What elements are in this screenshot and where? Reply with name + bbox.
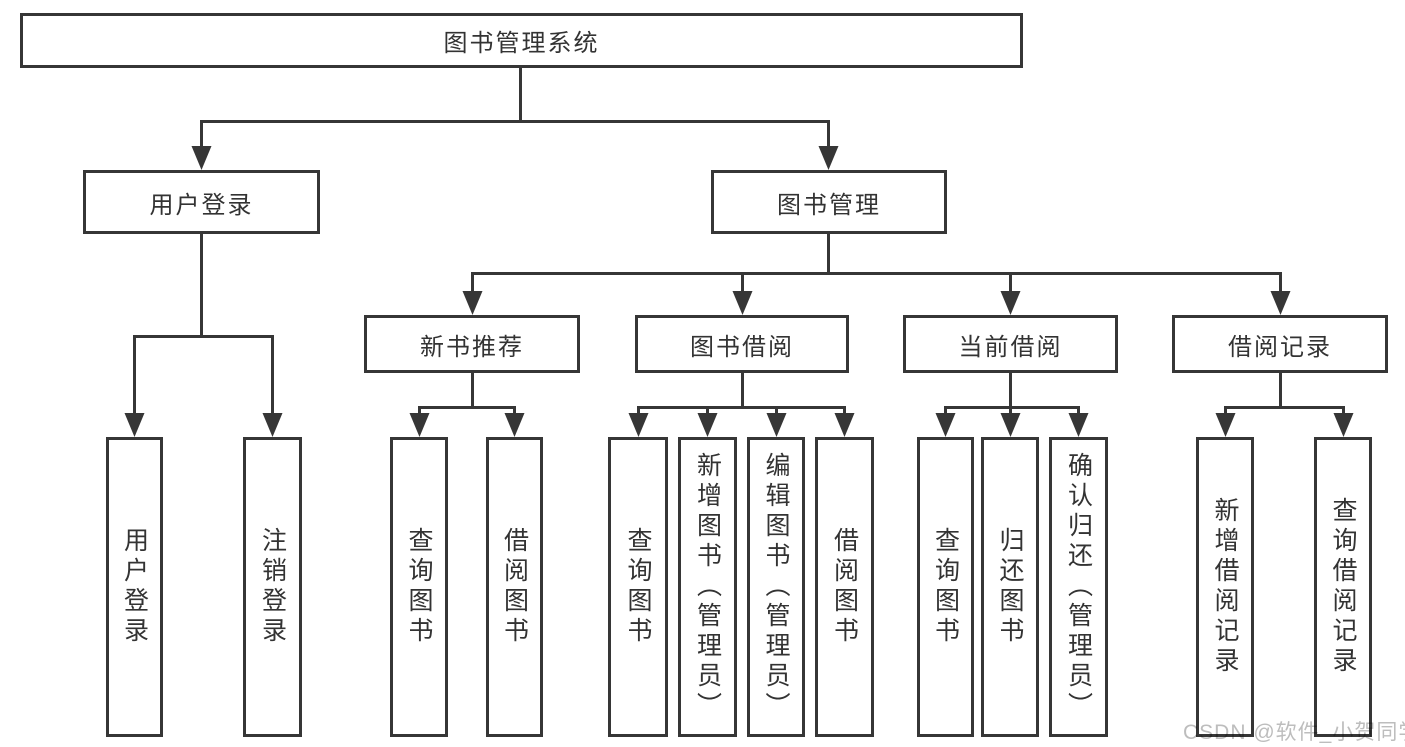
leaf-cb-return-books: 归还图书 xyxy=(981,437,1039,737)
node-borrowing-records: 借阅记录 xyxy=(1172,315,1388,373)
leaf-bb-borrow-books: 借阅图书 xyxy=(815,437,874,737)
leaf-bb-edit-books-admin: 编辑图书（管理员） xyxy=(747,437,805,737)
node-book-borrowing: 图书借阅 xyxy=(635,315,849,373)
leaf-user-login: 用户登录 xyxy=(106,437,163,737)
node-new-book-recommend: 新书推荐 xyxy=(364,315,580,373)
node-user-login: 用户登录 xyxy=(83,170,320,234)
leaf-nbr-borrow-books: 借阅图书 xyxy=(486,437,543,737)
node-current-borrowing: 当前借阅 xyxy=(903,315,1118,373)
node-book-management: 图书管理 xyxy=(711,170,947,234)
leaf-br-query-record: 查询借阅记录 xyxy=(1314,437,1372,737)
leaf-logout: 注销登录 xyxy=(243,437,302,737)
leaf-br-add-record: 新增借阅记录 xyxy=(1196,437,1254,737)
watermark-csdn: CSDN @软件_小贺同学 xyxy=(1183,721,1405,744)
leaf-bb-query-books: 查询图书 xyxy=(608,437,668,737)
leaf-cb-query-books: 查询图书 xyxy=(917,437,974,737)
node-library-system: 图书管理系统 xyxy=(20,13,1023,68)
leaf-bb-add-books-admin: 新增图书（管理员） xyxy=(678,437,737,737)
leaf-nbr-query-books: 查询图书 xyxy=(390,437,448,737)
leaf-cb-confirm-return-admin: 确认归还（管理员） xyxy=(1049,437,1108,737)
